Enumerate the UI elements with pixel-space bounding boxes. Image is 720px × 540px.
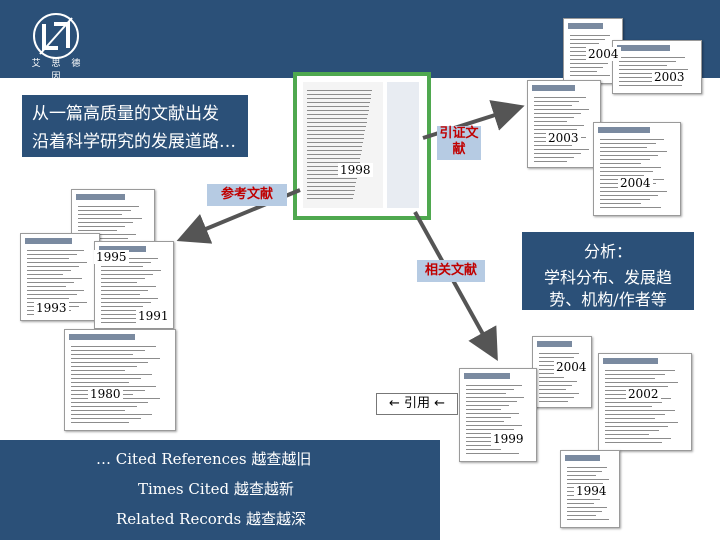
doc-thumbnail-2004-right — [593, 122, 681, 216]
year-label: 1998 — [338, 163, 373, 177]
doc-thumbnail-2003-mid — [527, 80, 601, 168]
intro-line-1: 从一篇高质量的文献出发 — [32, 104, 219, 124]
summary-line-2: Times Cited 越查越新 — [138, 480, 294, 498]
year-label: 1999 — [491, 432, 526, 446]
year-label: 1994 — [574, 484, 609, 498]
doc-thumbnail-1999 — [459, 368, 537, 462]
logo-caption: 艾 思 德 因 — [31, 59, 85, 82]
analysis-line-2: 势、机构/作者等 — [549, 290, 667, 309]
related-label: 相关文献 — [417, 260, 485, 282]
analysis-box: 分析： 学科分布、发展趋 势、机构/作者等 — [522, 232, 694, 310]
summary-line-1: … Cited References 越查越旧 — [96, 450, 312, 468]
center-article-page — [293, 72, 431, 220]
year-label: 1980 — [88, 387, 123, 401]
company-logo-icon — [33, 13, 79, 59]
year-label: 1995 — [94, 250, 129, 264]
year-label: 1991 — [136, 309, 171, 323]
summary-box: … Cited References 越查越旧 Times Cited 越查越新… — [0, 440, 440, 540]
year-label: 1993 — [34, 301, 69, 315]
year-label: 2002 — [626, 387, 661, 401]
year-label: 2003 — [546, 131, 581, 145]
references-label: 参考文献 — [207, 184, 287, 206]
year-label: 2004 — [554, 360, 589, 374]
arrow-to-related — [413, 211, 498, 361]
year-label: 2004 — [586, 47, 621, 61]
doc-thumbnail-2003-top — [612, 40, 702, 94]
summary-line-3: Related Records 越查越深 — [116, 510, 307, 528]
year-label: 2004 — [618, 176, 653, 190]
citing-label: 引证文献 — [437, 126, 481, 160]
intro-box: 从一篇高质量的文献出发 沿着科学研究的发展道路… — [22, 95, 248, 157]
year-label: 2003 — [652, 70, 687, 84]
analysis-heading: 分析： — [583, 242, 632, 261]
doc-thumbnail-2004-lower — [532, 336, 592, 408]
intro-line-2: 沿着科学研究的发展道路… — [32, 132, 236, 152]
cited-arrow-label: ← 引用 ← — [376, 393, 458, 415]
analysis-line-1: 学科分布、发展趋 — [543, 268, 672, 287]
